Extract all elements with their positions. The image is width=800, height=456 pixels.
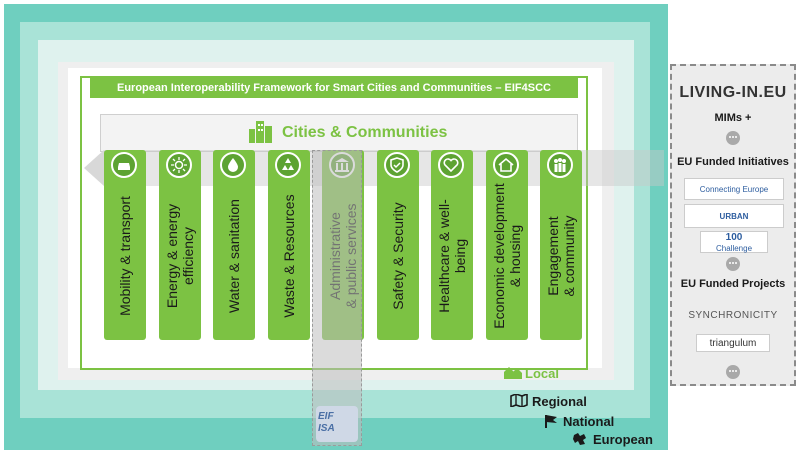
pillar-label: Economic development & housing [490, 183, 523, 329]
eif-isa-logo-text: EIF ISA [318, 411, 335, 434]
more-dots-icon [726, 257, 740, 271]
triangulum-logo: triangulum [696, 334, 770, 352]
mims-label: MIMs + [714, 112, 752, 124]
pillar-label: Energy & energy efficiency [163, 203, 196, 309]
national-level-label: National [544, 414, 614, 429]
living-in-eu-logo: LIVING-IN.EU [679, 84, 787, 101]
european-level-label: European [572, 432, 653, 447]
shield-icon [383, 152, 410, 178]
pillar-label: Safety & Security [389, 202, 406, 310]
people-icon [547, 152, 573, 178]
pillar-label: Engagement & community [545, 215, 577, 297]
intelligent-cities-challenge-logo: 100 Challenge [700, 231, 768, 253]
sun-icon [165, 152, 192, 178]
pillar-2: Energy & energy efficiency [158, 150, 201, 340]
synchronicity-logo: SYNCHRONICITY [688, 310, 778, 321]
europe-map-icon [573, 433, 586, 445]
houses-icon [504, 367, 522, 379]
city-buildings-icon [248, 119, 274, 143]
heart-icon [438, 152, 464, 178]
more-dots-icon [726, 131, 740, 145]
more-dots-icon [726, 365, 740, 379]
connecting-europe-logo: Connecting Europe [684, 178, 784, 200]
pillar-label: Mobility & transport [117, 196, 133, 316]
arrow-left-icon [84, 150, 104, 186]
eif-isa-logo [316, 406, 358, 442]
map-icon [510, 392, 528, 409]
urban-agenda-logo: URBAN [684, 204, 784, 228]
pillar-9: Engagement & community [540, 150, 582, 340]
flag-icon [545, 415, 557, 428]
regional-level-label: Regional [510, 392, 587, 409]
pillar-label: Waste & Resources [280, 194, 297, 318]
cities-communities-label: Cities & Communities [282, 124, 448, 141]
drop-icon [220, 152, 246, 178]
house-icon [492, 152, 519, 178]
eu-funded-projects-label: EU Funded Projects [680, 278, 786, 290]
local-level-label: Local [504, 366, 559, 381]
pillar-3: Water & sanitation [213, 150, 255, 340]
pillar-label: Water & sanitation [226, 199, 242, 313]
car-icon [111, 152, 137, 178]
pillar-7: Healthcare & well- being [431, 150, 473, 340]
pillar-1: Mobility & transport [104, 150, 146, 340]
framework-title: European Interoperability Framework for … [90, 78, 578, 98]
pillar-4: Waste & Resources [267, 150, 310, 340]
pillar-label: Healthcare & well- being [436, 199, 468, 313]
recycle-icon [274, 152, 301, 178]
pillar-8: Economic development & housing [485, 150, 528, 340]
eu-funded-initiatives-label: EU Funded Initiatives [677, 156, 789, 168]
eif-tower [312, 150, 362, 446]
pillar-6: Safety & Security [376, 150, 419, 340]
